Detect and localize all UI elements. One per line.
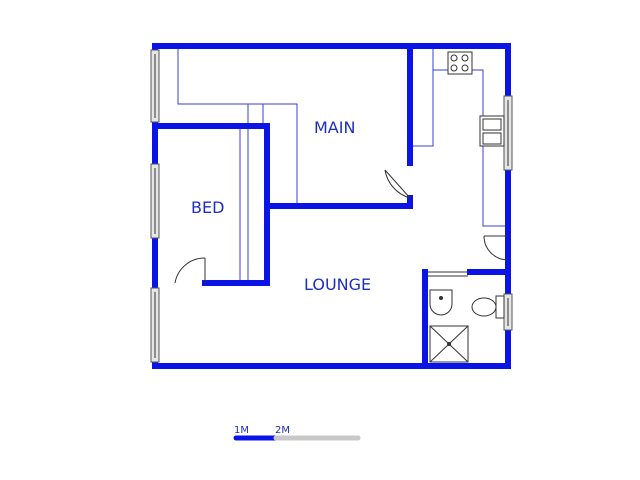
toilet-icon	[471, 295, 505, 319]
shower-icon	[429, 325, 469, 363]
doors	[174, 169, 509, 284]
stove-icon	[447, 51, 473, 75]
room-label-bed: BED	[191, 198, 224, 217]
room-label-main: MAIN	[314, 118, 355, 137]
room-label-lounge: LOUNGE	[304, 275, 371, 294]
door-entrance	[483, 235, 509, 261]
interior-outline-lines	[177, 46, 506, 281]
door-bed	[174, 257, 206, 284]
kitchen-sink-icon	[479, 115, 505, 147]
basin-icon	[429, 289, 453, 316]
door-main	[384, 169, 411, 199]
scale-bar: 1M 2M	[233, 425, 361, 441]
scale-label-2m: 2M	[275, 425, 290, 436]
door-bath	[428, 271, 468, 277]
scale-label-1m: 1M	[234, 425, 249, 436]
windows	[150, 49, 513, 363]
